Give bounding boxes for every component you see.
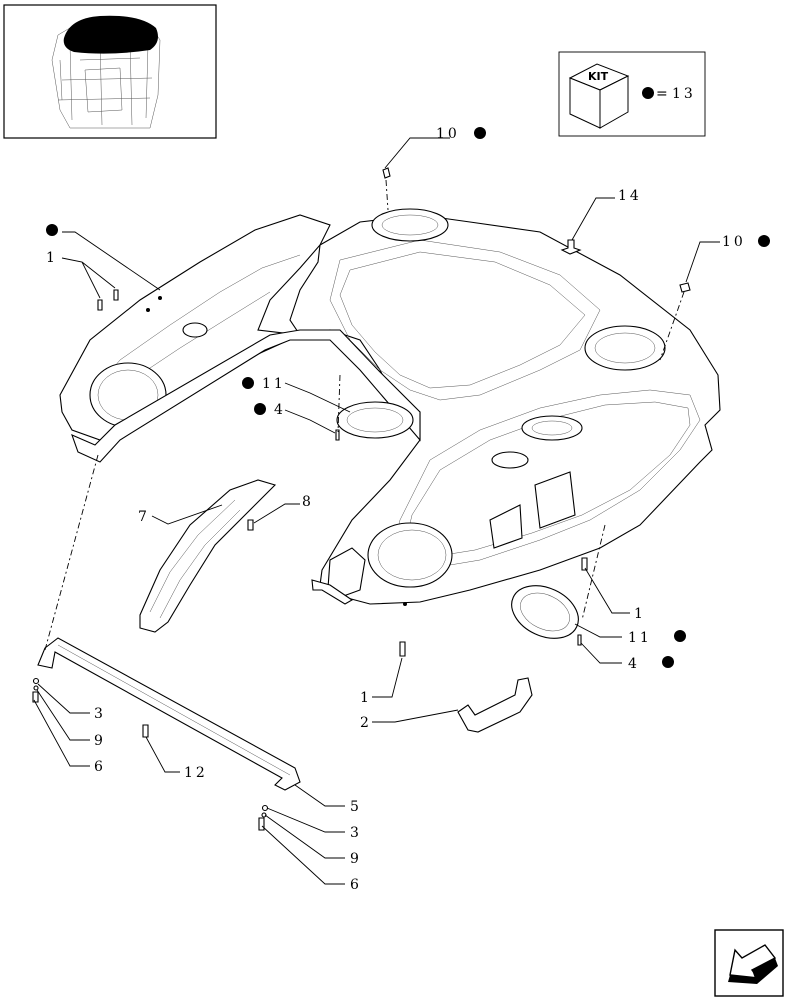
speaker-right [511, 585, 579, 639]
screw-4a-icon [335, 429, 340, 441]
washer-3b-icon [261, 804, 269, 812]
callout-bullets [46, 127, 770, 668]
kit-number: 13 [672, 86, 696, 102]
kit-equals: = [656, 86, 671, 102]
lockwasher-9a-icon [33, 685, 39, 691]
callout-12: 12 [184, 765, 208, 781]
next-page-button[interactable] [714, 929, 784, 997]
kit-label: KIT [588, 70, 609, 83]
callout-1b: 1 [634, 606, 646, 622]
bullet-headliner-icon [46, 224, 58, 236]
callout-1a: 1 [46, 250, 58, 266]
callout-10b: 10 [722, 234, 746, 250]
callout-labels: 10 14 10 1 11 4 7 8 1 11 4 1 2 3 9 6 12 … [46, 126, 746, 893]
callout-11b: 11 [628, 630, 652, 646]
screw-10b-icon [679, 282, 691, 293]
next-page-arrow-icon [728, 944, 778, 984]
washer-3a-icon [32, 677, 40, 685]
callout-3b: 3 [350, 825, 362, 841]
callout-6a: 6 [94, 759, 106, 775]
cab-location-thumbnail[interactable] [3, 4, 217, 139]
side-trim-part [139, 479, 277, 633]
screw-12-icon [142, 724, 149, 738]
callout-4b: 4 [628, 656, 640, 672]
kit-bullet-icon [642, 87, 654, 99]
lockwasher-9b-icon [261, 812, 267, 818]
callout-3a: 3 [94, 706, 106, 722]
bullet-4b-icon [662, 656, 674, 668]
callout-11a: 11 [262, 376, 286, 392]
screw-1a-icon [97, 299, 103, 311]
callout-7: 7 [138, 509, 150, 525]
kit-legend: KIT = 13 [558, 51, 706, 137]
callout-6b: 6 [350, 877, 362, 893]
callout-1c: 1 [360, 690, 372, 706]
leader-lines [33, 137, 720, 885]
screw-1a2-icon [113, 289, 119, 301]
bullet-4a-icon [254, 403, 266, 415]
screw-1c-icon [399, 641, 406, 657]
bullet-11b-icon [674, 630, 686, 642]
clip-14-icon [560, 239, 582, 255]
bullet-10a-icon [474, 127, 486, 139]
bolt-6a-icon [32, 691, 39, 703]
callout-9a: 9 [94, 733, 106, 749]
grab-handle-part [457, 677, 533, 733]
screw-8-icon [247, 519, 254, 531]
callout-9b: 9 [350, 851, 362, 867]
callout-4a: 4 [274, 402, 286, 418]
speaker-left [336, 401, 414, 439]
callout-14: 14 [618, 188, 642, 204]
callout-10a: 10 [436, 126, 460, 142]
cross-bar-part [37, 637, 301, 791]
bolt-6b-icon [258, 817, 265, 831]
screw-10a-icon [382, 167, 391, 179]
cab-outline-icon [51, 15, 161, 129]
screw-1b-icon [581, 557, 588, 571]
bullet-10b-icon [758, 235, 770, 247]
screw-4b-icon [577, 634, 582, 646]
callout-8: 8 [302, 494, 314, 510]
assembly-lines [44, 179, 685, 651]
headliner-panel [59, 208, 721, 606]
callout-5: 5 [350, 799, 362, 815]
bullet-11a-icon [242, 377, 254, 389]
callout-2: 2 [360, 715, 372, 731]
kit-box-icon: KIT [568, 63, 630, 129]
